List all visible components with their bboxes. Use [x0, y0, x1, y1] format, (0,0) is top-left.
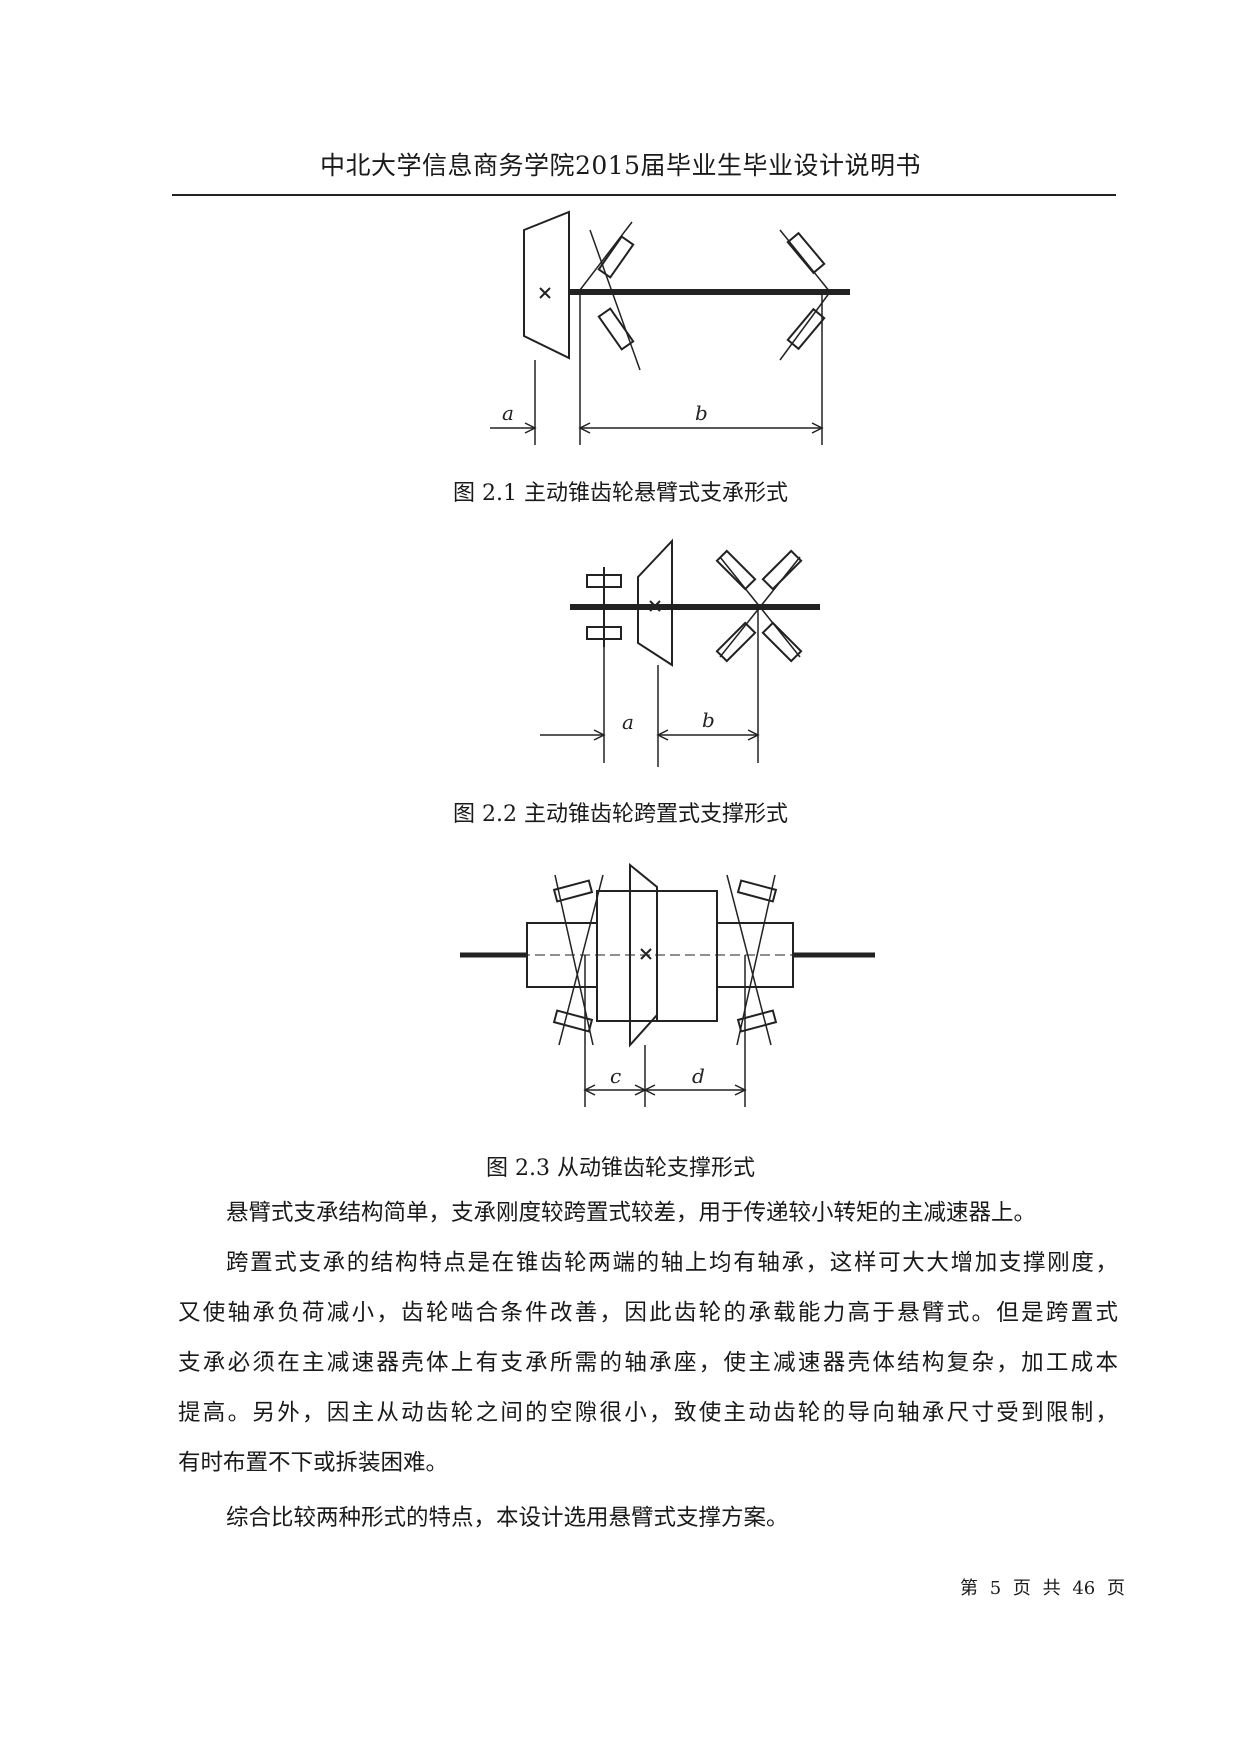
paragraph-2-line-2: 又使轴承负荷减小，齿轮啮合条件改善，因此齿轮的承载能力高于悬臂式。但是跨置式 [178, 1300, 1118, 1326]
dimension-label-b: b [702, 708, 715, 732]
dimension-label-a: a [502, 401, 514, 425]
dimension-label-b: b [695, 401, 708, 425]
dimension-label-c: c [610, 1064, 621, 1088]
bevel-gear-shape [523, 210, 570, 360]
paragraph-3: 综合比较两种形式的特点，本设计选用悬臂式支撑方案。 [178, 1493, 1118, 1543]
paragraph-1-line-1: 悬臂式支承结构简单，支承刚度较跨置式较差，用于传递较小转矩的主减速器上。 [226, 1200, 1037, 1226]
dimension-label-d: d [692, 1064, 705, 1088]
dimension-label-a: a [622, 710, 634, 734]
page-header-title: 中北大学信息商务学院2015届毕业生毕业设计说明书 [319, 151, 922, 180]
header-rule [172, 194, 1116, 196]
page-number: 第 5 页 共 46 页 [960, 1578, 1125, 1599]
figure-2-1-diagram: a b [480, 210, 860, 460]
paragraph-2-line-3: 支承必须在主减速器壳体上有支承所需的轴承座，使主减速器壳体结构复杂，加工成本 [178, 1350, 1118, 1376]
figure-2-2-diagram: a b [530, 535, 830, 770]
paragraph-2-line-4: 提高。另外，因主从动齿轮之间的空隙很小，致使主动齿轮的导向轴承尺寸受到限制， [178, 1400, 1118, 1426]
paragraph-1: 悬臂式支承结构简单，支承刚度较跨置式较差，用于传递较小转矩的主减速器上。 [178, 1188, 1118, 1238]
figure-2-2-caption: 图 2.2 主动锥齿轮跨置式支撑形式 [453, 802, 788, 827]
figure-2-3-diagram: c d [455, 845, 885, 1115]
paragraph-2-line-1: 跨置式支承的结构特点是在锥齿轮两端的轴上均有轴承，这样可大大增加支撑刚度， [226, 1250, 1118, 1276]
paragraph-3-line-1: 综合比较两种形式的特点，本设计选用悬臂式支撑方案。 [226, 1505, 789, 1531]
bevel-gear-shape [637, 538, 673, 667]
figure-2-3-caption: 图 2.3 从动锥齿轮支撑形式 [486, 1156, 755, 1181]
paragraph-2-line-5: 有时布置不下或拆装困难。 [178, 1450, 449, 1476]
figure-2-1-caption: 图 2.1 主动锥齿轮悬臂式支承形式 [453, 481, 788, 506]
